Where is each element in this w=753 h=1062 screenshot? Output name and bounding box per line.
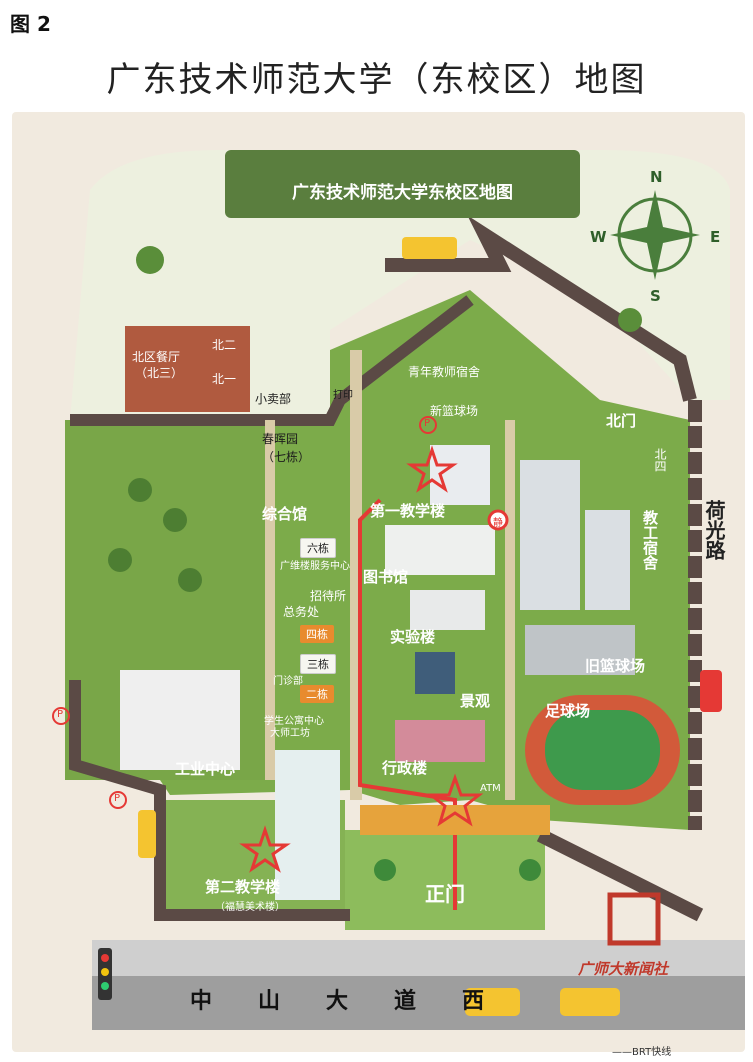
news-agency-logo: 广师大新闻社 bbox=[578, 960, 669, 978]
staff-dorm-shape-1 bbox=[520, 460, 580, 610]
bus-top bbox=[402, 237, 457, 259]
lab-label: 实验楼 bbox=[390, 628, 436, 646]
staff-dorm-label: 教工宿舍 bbox=[641, 510, 659, 570]
youth-dorm-label: 青年教师宿舍 bbox=[408, 365, 481, 379]
tree-4 bbox=[178, 568, 202, 592]
parking-1-label: P bbox=[57, 709, 64, 720]
complex-label: 综合馆 bbox=[262, 505, 308, 523]
quiet-sign-marker bbox=[487, 509, 509, 531]
main-gate-label: 正门 bbox=[425, 882, 465, 906]
print-mark-label: 打印 bbox=[333, 390, 353, 401]
soccer-grass bbox=[545, 710, 660, 790]
north-gate-label: 北门 bbox=[606, 412, 637, 430]
library-label: 图书馆 bbox=[363, 568, 409, 586]
shop-label: 小卖部 bbox=[255, 392, 292, 406]
tree-8 bbox=[618, 308, 642, 332]
parking-3-marker bbox=[419, 416, 437, 434]
two-block-label: 二栋 bbox=[300, 685, 334, 703]
tree-1 bbox=[128, 478, 152, 502]
bus-road-1 bbox=[465, 988, 520, 1016]
map-banner-text: 广东技术师范大学东校区地图 bbox=[292, 183, 513, 203]
north-one-label: 北一 bbox=[212, 372, 237, 386]
inner-path-west bbox=[265, 420, 275, 780]
figure-label: 图 2 bbox=[10, 12, 51, 36]
guest-house-label: 招待所 bbox=[310, 589, 347, 603]
new-court-label: 新篮球场 bbox=[430, 404, 479, 418]
atm-label: ATM bbox=[480, 783, 501, 794]
parking-3-label: P bbox=[424, 418, 431, 429]
six-block-label: 六栋 bbox=[300, 538, 336, 558]
teaching-two-sub-label: （福慧美术楼） bbox=[215, 902, 285, 913]
staff-dorm-shape-2 bbox=[585, 510, 630, 610]
chunhui-sub-label: （七栋） bbox=[262, 450, 311, 464]
landscape-label: 景观 bbox=[460, 692, 491, 710]
compass-south: S bbox=[650, 287, 661, 305]
star-teaching-two bbox=[239, 825, 291, 873]
service-center-label: 广维楼服务中心 bbox=[280, 561, 350, 572]
logo-mark bbox=[607, 892, 661, 946]
tree-3 bbox=[108, 548, 132, 572]
north-canteen-label: 北区餐厅 bbox=[132, 350, 181, 364]
hexuan-road-label: 荷光路 bbox=[702, 500, 726, 560]
old-court-label: 旧篮球场 bbox=[585, 657, 646, 675]
general-affairs-label: 总务处 bbox=[283, 605, 320, 619]
main-road-band bbox=[92, 940, 745, 976]
traffic-light-red bbox=[101, 954, 109, 962]
industry-shape bbox=[120, 670, 240, 770]
bus-road-2 bbox=[560, 988, 620, 1016]
north-road bbox=[385, 215, 697, 402]
car-right bbox=[700, 670, 722, 712]
car-left bbox=[138, 810, 156, 858]
north-canteen-shape bbox=[125, 326, 250, 412]
gate-shape bbox=[360, 805, 550, 835]
north-canteen-sub-label: （北三） bbox=[135, 366, 184, 380]
main-road-label: 中山大道西 bbox=[190, 989, 531, 1014]
library-shape bbox=[385, 525, 495, 575]
tree-6 bbox=[519, 859, 541, 881]
compass-east: E bbox=[710, 228, 721, 246]
quiet-sign-label: 静 bbox=[493, 518, 503, 529]
page-title: 广东技术师范大学（东校区）地图 bbox=[106, 60, 647, 100]
admin-label: 行政楼 bbox=[382, 759, 428, 777]
bottom-mid-grass bbox=[345, 830, 545, 930]
tree-7 bbox=[136, 246, 164, 274]
southwest-road bbox=[69, 680, 350, 921]
north-four-label: 北四 bbox=[653, 448, 667, 472]
clinic-label: 门诊部 bbox=[273, 676, 303, 687]
student-center-sub-label: 大师工坊 bbox=[270, 728, 310, 739]
old-court-shape bbox=[525, 625, 635, 675]
star-gate bbox=[426, 773, 484, 827]
compass-north: N bbox=[650, 168, 663, 186]
route-line bbox=[358, 498, 457, 910]
teaching-one-label: 第一教学楼 bbox=[370, 502, 446, 520]
lab-shape bbox=[410, 590, 485, 630]
compass-west: W bbox=[590, 228, 607, 246]
parking-2-label: P bbox=[114, 793, 121, 804]
southeast-road bbox=[536, 828, 704, 922]
parking-1-marker bbox=[52, 707, 70, 725]
compass-star bbox=[610, 190, 700, 280]
tree-2 bbox=[163, 508, 187, 532]
tree-5 bbox=[374, 859, 396, 881]
star-teaching-one bbox=[406, 445, 458, 493]
soccer-label: 足球场 bbox=[545, 702, 591, 720]
landscape-shape bbox=[415, 652, 455, 694]
admin-shape bbox=[395, 720, 485, 762]
industry-center-label: 工业中心 bbox=[175, 760, 236, 778]
four-block-label: 四栋 bbox=[300, 625, 334, 643]
traffic-light-green bbox=[101, 982, 109, 990]
parking-2-marker bbox=[109, 791, 127, 809]
north-two-label: 北二 bbox=[212, 338, 237, 352]
three-block-label: 三栋 bbox=[300, 654, 336, 674]
map-banner: 广东技术师范大学东校区地图 bbox=[225, 150, 580, 218]
chunhui-label: 春晖园 bbox=[262, 432, 299, 446]
teaching-two-label: 第二教学楼 bbox=[205, 878, 281, 896]
brt-note: ——BRT快线 bbox=[612, 1047, 672, 1058]
west-road bbox=[70, 295, 474, 426]
inner-path-east bbox=[505, 420, 515, 800]
student-center-label: 学生公寓中心 bbox=[264, 716, 324, 727]
teaching-two-shape bbox=[275, 750, 340, 900]
traffic-light-yellow bbox=[101, 968, 109, 976]
